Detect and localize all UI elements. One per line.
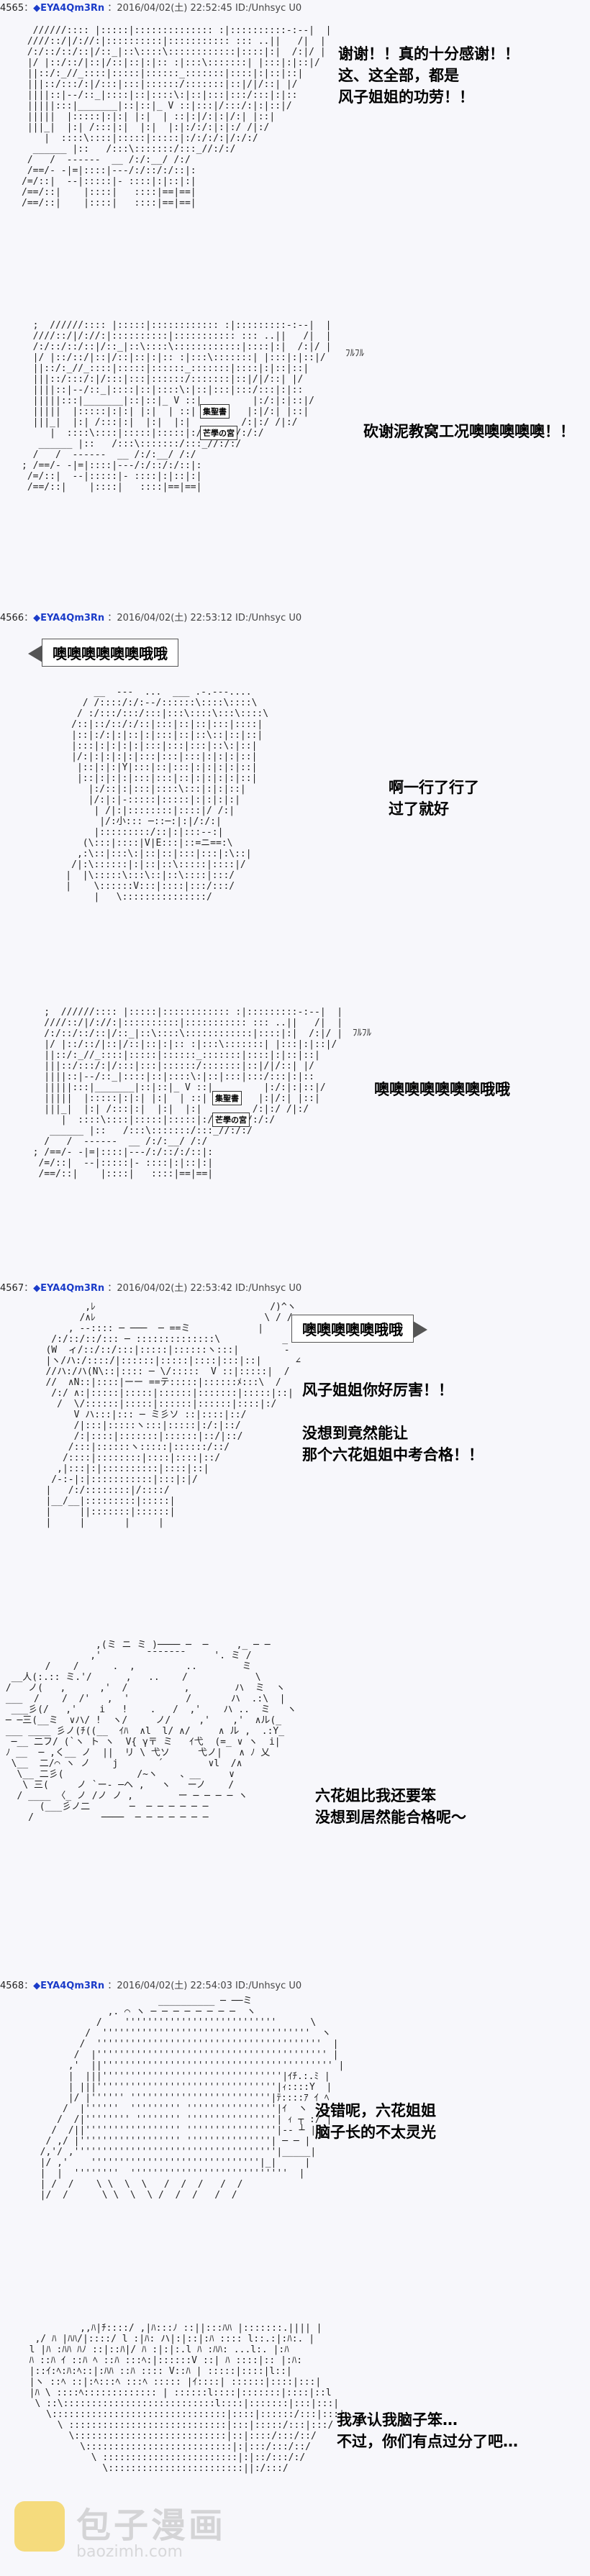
speech-bubble: 噢噢噢噢噢噢哦哦 bbox=[28, 639, 178, 667]
watermark-logo-icon bbox=[14, 2501, 65, 2552]
panel-2: ; //////:::: |:::::|:::::::::::: :|:::::… bbox=[0, 316, 590, 554]
post-header-4566: 4566：◆EYA4Qm3Rn ：2016/04/02(土) 22:53:12 … bbox=[0, 613, 302, 624]
watermark-url: baozimh.com bbox=[76, 2543, 183, 2561]
post-header-4567: 4567：◆EYA4Qm3Rn ：2016/04/02(土) 22:53:42 … bbox=[0, 1283, 302, 1294]
ascii-art-figure-8: ,,ﾊ|ﾁ::::/ ,|ﾊ:::ﾉ ::||:::ﾊﾊ |:::::::.||… bbox=[29, 2323, 345, 2474]
post-date: 2016/04/02(土) 22:53:42 bbox=[117, 1283, 232, 1294]
sound-effect: ﾌﾙﾌﾙ bbox=[345, 348, 364, 359]
post-header-4568: 4568：◆EYA4Qm3Rn ：2016/04/02(土) 22:54:03 … bbox=[0, 1981, 302, 1991]
post-header-4565: 4565：◆EYA4Qm3Rn ：2016/04/02(土) 22:52:45 … bbox=[0, 3, 302, 14]
post-id: ID:/Unhsyc U0 bbox=[235, 1283, 302, 1294]
dialog-text: 我承认我脑子笨… 不过，你们有点过分了吧… bbox=[337, 2411, 518, 2450]
post-number: 4565 bbox=[0, 3, 24, 14]
ascii-art-figure-6: ,(ミ ニ ミ )──── ─ ─ ,_ ─ ─ ,' ̄ ̄ ̄ ̄ ̄ ̄ … bbox=[5, 1640, 297, 1823]
panel-5: ,ﾚ /)^ヽ /∧ﾚ \ / / , --:::: ─ ─── ─ ==ミ |… bbox=[0, 1294, 590, 1597]
ascii-art-figure-1: //////:::: |:::::|:::::::::::::: :|:::::… bbox=[22, 25, 332, 209]
ascii-art-figure-4: ; //////:::: |:::::|:::::::::::: :|:::::… bbox=[32, 1007, 343, 1179]
dialog-text: 没错呢，六花姐姐 脑子长的不太灵光 bbox=[315, 2102, 436, 2141]
poster-name[interactable]: ◆EYA4Qm3Rn bbox=[33, 3, 105, 14]
post-date: 2016/04/02(土) 22:53:12 bbox=[117, 613, 232, 624]
book-sign-top: 集聖書 bbox=[212, 1091, 242, 1105]
panel-8: ,,ﾊ|ﾁ::::/ ,|ﾊ:::ﾉ ::||:::ﾊﾊ |:::::::.||… bbox=[0, 2316, 590, 2531]
panel-4: ; //////:::: |:::::|:::::::::::: :|:::::… bbox=[0, 1003, 590, 1255]
post-id: ID:/Unhsyc U0 bbox=[235, 3, 302, 14]
post-number: 4566 bbox=[0, 613, 24, 624]
panel-1: //////:::: |:::::|:::::::::::::: :|:::::… bbox=[0, 22, 590, 259]
dialog-text: 砍谢泥教窝工况噢噢噢噢噢！！ bbox=[363, 423, 575, 440]
post-id: ID:/Unhsyc U0 bbox=[235, 613, 302, 624]
book-sign-bottom: 芒學の宮 bbox=[200, 426, 237, 440]
poster-name[interactable]: ◆EYA4Qm3Rn bbox=[33, 1283, 105, 1294]
book-sign-top: 集聖書 bbox=[200, 404, 230, 419]
speech-bubble: 噢噢噢噢噢哦哦 bbox=[291, 1315, 427, 1343]
dialog-text: 啊一行了行了 过了就好 bbox=[389, 779, 479, 818]
book-sign-bottom: 芒學の宮 bbox=[212, 1113, 250, 1127]
ascii-art-figure-3: __ --- ... ___ .-.---.... / /::::/:/:--/… bbox=[65, 687, 269, 903]
panel-7: __________ ─ ──ミ ,. ⌒ ヽ ─ ─ ─ ─ ─ ─ ─ ─ … bbox=[0, 1992, 590, 2308]
post-number: 4568 bbox=[0, 1981, 24, 1991]
watermark-title: 包子漫画 bbox=[76, 2506, 227, 2546]
ascii-art-figure-2: ; //////:::: |:::::|:::::::::::: :|:::::… bbox=[22, 320, 332, 493]
dialog-text: 六花姐比我还要笨 没想到居然能合格呢～ bbox=[315, 1787, 466, 1826]
panel-6: ,(ミ ニ ミ )──── ─ ─ ,_ ─ ─ ,' ̄ ̄ ̄ ̄ ̄ ̄ … bbox=[0, 1632, 590, 1949]
poster-name[interactable]: ◆EYA4Qm3Rn bbox=[33, 613, 105, 624]
dialog-text: 风子姐姐你好厉害！！ 没想到竟然能让 那个六花姐姐中考合格！！ bbox=[302, 1381, 484, 1463]
watermark: 包子漫画 baozimh.com bbox=[14, 2495, 252, 2567]
ascii-art-figure-7: __________ ─ ──ミ ,. ⌒ ヽ ─ ─ ─ ─ ─ ─ ─ ─ … bbox=[40, 1996, 345, 2201]
post-id: ID:/Unhsyc U0 bbox=[235, 1981, 302, 1991]
post-date: 2016/04/02(土) 22:54:03 bbox=[117, 1981, 232, 1991]
panel-3: 噢噢噢噢噢噢哦哦 __ --- ... ___ .-.---.... / /::… bbox=[0, 626, 590, 928]
sound-effect: ﾌﾙﾌﾙ bbox=[353, 1028, 371, 1038]
dialog-text: 噢噢噢噢噢噢噢哦哦 bbox=[374, 1081, 510, 1098]
dialog-text: 谢谢！！真的十分感谢！！ 这、这全部，都是 风子姐姐的功劳！！ bbox=[338, 45, 519, 106]
ascii-art-figure-5: ,ﾚ /)^ヽ /∧ﾚ \ / / , --:::: ─ ─── ─ ==ミ |… bbox=[45, 1302, 301, 1528]
post-date: 2016/04/02(土) 22:52:45 bbox=[117, 3, 232, 14]
post-number: 4567 bbox=[0, 1283, 24, 1294]
poster-name[interactable]: ◆EYA4Qm3Rn bbox=[33, 1981, 105, 1991]
